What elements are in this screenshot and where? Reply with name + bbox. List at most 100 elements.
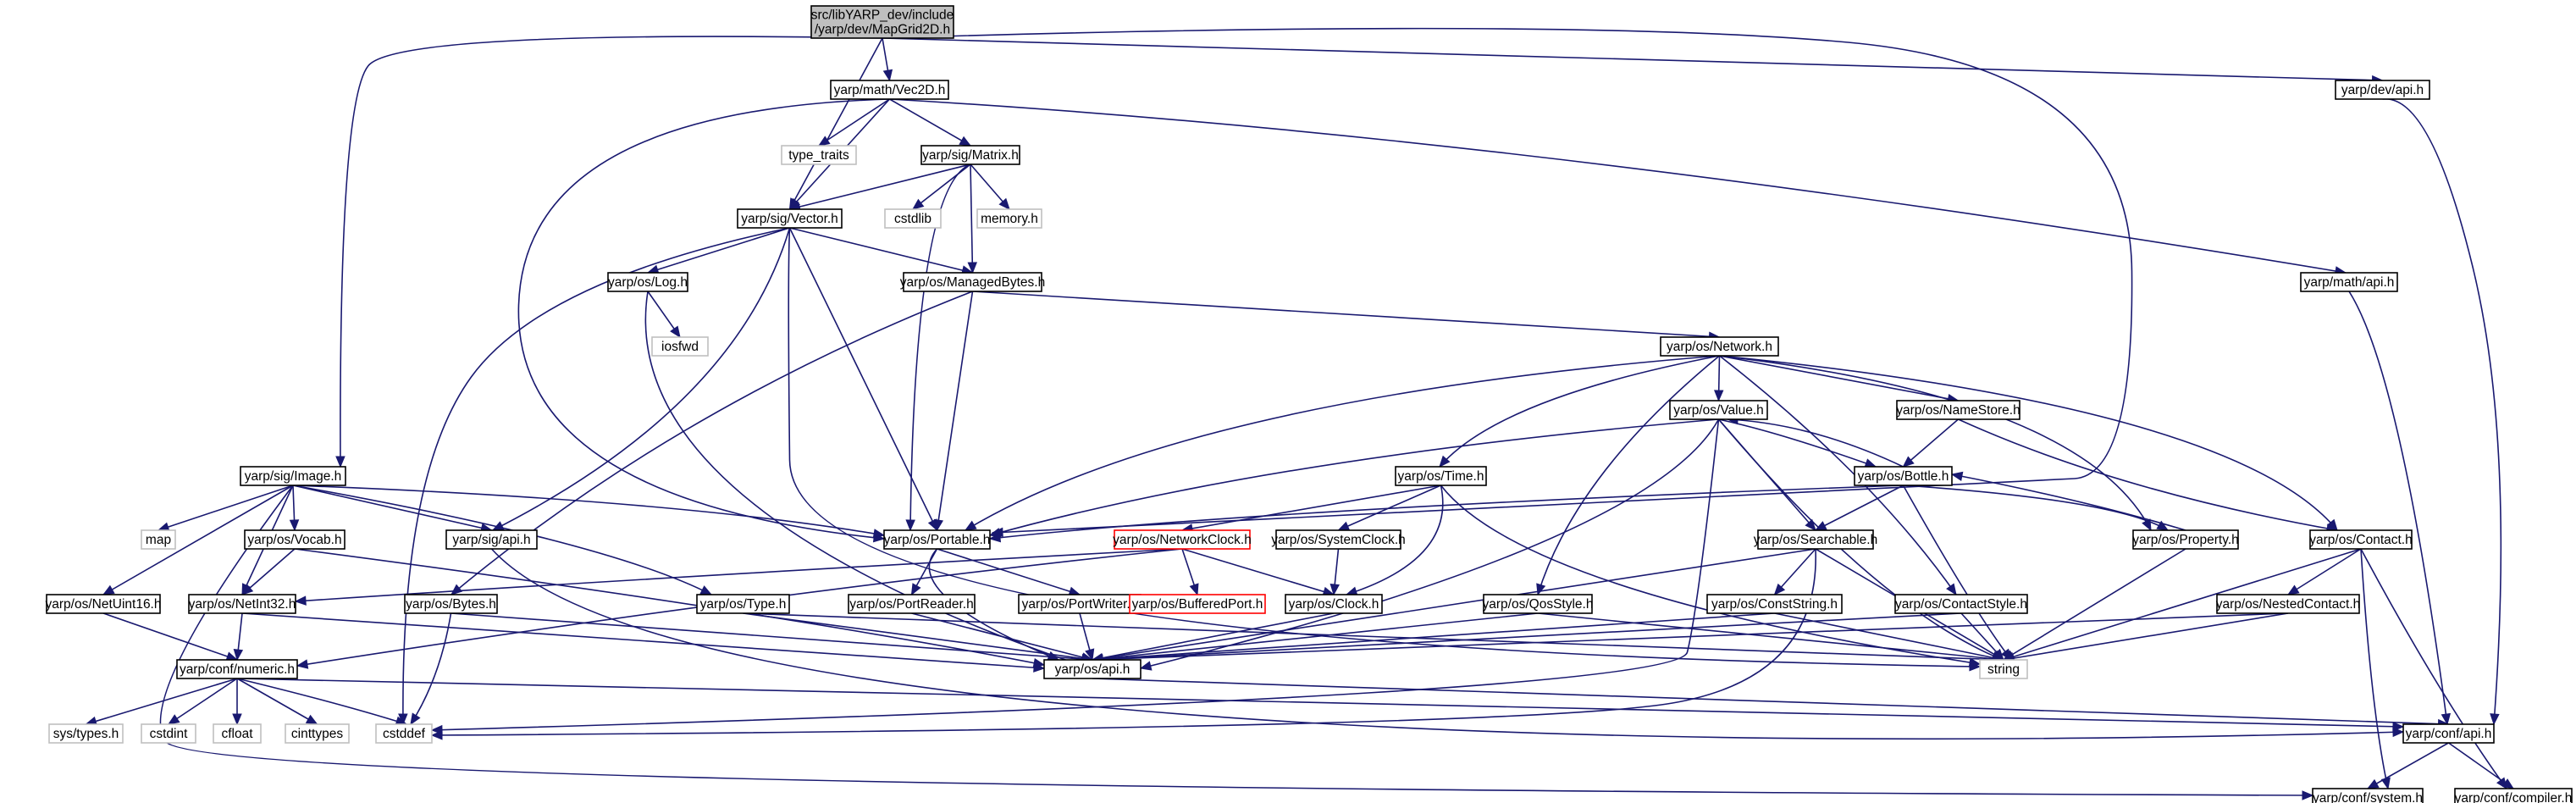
node-portable[interactable]: yarp/os/Portable.h (883, 529, 991, 550)
edge-root-to-devapi (882, 37, 2384, 86)
node-label: yarp/conf/numeric.h (180, 662, 295, 677)
edge-line (241, 548, 296, 595)
edge-line (517, 98, 890, 540)
node-confapi[interactable]: yarp/conf/api.h (2402, 723, 2495, 744)
edge-portreader-to-osapi (911, 612, 1094, 662)
edge-line (936, 291, 974, 531)
node-nestedcontact[interactable]: yarp/os/NestedContact.h (2216, 594, 2361, 614)
node-qosstyle[interactable]: yarp/os/QosStyle.h (1483, 594, 1594, 614)
node-box (830, 80, 949, 100)
edge-arrowhead (1439, 455, 1451, 468)
node-bytes[interactable]: yarp/os/Bytes.h (404, 594, 498, 614)
node-time[interactable]: yarp/os/Time.h (1395, 466, 1487, 486)
edge-networkclock-to-bufferedport (1181, 548, 1199, 596)
node-string: string (1979, 659, 2028, 679)
node-system[interactable]: yarp/conf/system.h (2312, 788, 2424, 803)
node-box (404, 594, 498, 614)
node-map: map (141, 529, 176, 550)
node-vector[interactable]: yarp/sig/Vector.h (737, 208, 843, 229)
node-box (176, 659, 298, 679)
edge-network-to-namestore (1719, 355, 1960, 404)
edge-arrowhead (911, 198, 925, 210)
edge-arrowhead (1085, 648, 1095, 662)
node-label: yarp/os/NetworkClock.h (1113, 533, 1252, 547)
node-managedbytes[interactable]: yarp/os/ManagedBytes.h (900, 272, 1045, 292)
node-box (2335, 80, 2430, 100)
edge-line (1181, 485, 1441, 531)
node-osapi[interactable]: yarp/os/api.h (1043, 659, 1142, 679)
node-image[interactable]: yarp/sig/Image.h (240, 466, 346, 486)
node-label: type_traits (788, 148, 849, 163)
edge-property-to-bottle (1950, 471, 2186, 531)
node-box (2216, 594, 2360, 614)
node-portwriter[interactable]: yarp/os/PortWriter.h (1018, 594, 1142, 614)
edge-bytes-to-cstddef (410, 612, 452, 726)
edge-contactstyle-to-string (1960, 612, 2004, 661)
edge-bottle-to-searchable (1814, 485, 1904, 531)
node-vec2d[interactable]: yarp/math/Vec2D.h (830, 80, 949, 100)
node-label: yarp/sig/Vector.h (741, 212, 838, 226)
node-networkclock[interactable]: yarp/os/NetworkClock.h (1113, 529, 1252, 550)
node-searchable[interactable]: yarp/os/Searchable.h (1754, 529, 1877, 550)
edge-arrowhead (933, 518, 944, 532)
node-bottle[interactable]: yarp/os/Bottle.h (1854, 466, 1953, 486)
node-label: yarp/conf/system.h (2313, 791, 2423, 803)
node-box (1854, 466, 1953, 486)
node-compiler[interactable]: yarp/conf/compiler.h (2454, 788, 2573, 803)
node-clock[interactable]: yarp/os/Clock.h (1285, 594, 1383, 614)
edge-contact-to-system (2360, 548, 2391, 790)
node-mathapi[interactable]: yarp/math/api.h (2300, 272, 2398, 292)
edge-line (1537, 612, 2004, 661)
node-box (737, 208, 843, 229)
node-netint32[interactable]: yarp/os/NetInt32.h (188, 594, 296, 614)
edge-arrowhead (1773, 583, 1786, 595)
node-bufferedport[interactable]: yarp/os/BufferedPort.h (1129, 594, 1266, 614)
edge-line (1815, 485, 1904, 531)
edge-line (788, 227, 1981, 667)
node-devapi[interactable]: yarp/dev/api.h (2335, 80, 2430, 100)
node-cstdint: cstdint (141, 723, 196, 744)
node-value[interactable]: yarp/os/Value.h (1669, 400, 1768, 420)
edge-networkclock-to-clock (1181, 548, 1335, 596)
node-systypes: sys/types.h (48, 723, 124, 744)
edge-line (1092, 678, 2449, 725)
node-network[interactable]: yarp/os/Network.h (1660, 336, 1779, 357)
node-box (1285, 594, 1383, 614)
node-box (244, 529, 345, 550)
node-type[interactable]: yarp/os/Type.h (696, 594, 790, 614)
node-contactstyle[interactable]: yarp/os/ContactStyle.h (1894, 594, 2028, 614)
node-box (2454, 788, 2573, 803)
node-numeric[interactable]: yarp/conf/numeric.h (176, 659, 298, 679)
node-conststring[interactable]: yarp/os/ConstString.h (1706, 594, 1843, 614)
node-box (46, 594, 161, 614)
node-label: yarp/conf/compiler.h (2455, 791, 2573, 803)
node-namestore[interactable]: yarp/os/NameStore.h (1896, 400, 2020, 420)
edge-line (159, 485, 2313, 796)
edge-line (882, 37, 2383, 81)
node-netuint16[interactable]: yarp/os/NetUint16.h (46, 594, 162, 614)
edge-line (1181, 548, 1335, 595)
node-box (920, 145, 1020, 165)
node-sigapi[interactable]: yarp/sig/api.h (445, 529, 538, 550)
node-systemclock[interactable]: yarp/os/SystemClock.h (1271, 529, 1406, 550)
node-label: cstdint (150, 727, 188, 741)
node-root[interactable]: src/libYARP_dev/include/yarp/dev/MapGrid… (810, 5, 954, 39)
edge-sigapi-to-confapi (490, 548, 2405, 740)
edge-line (2448, 742, 2514, 789)
edge-arrowhead (335, 456, 345, 468)
node-label: yarp/os/PortWriter.h (1022, 597, 1138, 612)
node-matrix[interactable]: yarp/sig/Matrix.h (920, 145, 1020, 165)
node-cstdlib: cstdlib (884, 208, 942, 229)
node-log[interactable]: yarp/os/Log.h (607, 272, 688, 292)
node-contact[interactable]: yarp/os/Contact.h (2309, 529, 2413, 550)
edge-line (1719, 355, 2152, 531)
edge-namestore-to-bottle (1902, 418, 1960, 468)
edge-line (743, 612, 1093, 661)
node-vocab[interactable]: yarp/os/Vocab.h (244, 529, 345, 550)
node-label: yarp/os/SystemClock.h (1271, 533, 1406, 547)
node-property[interactable]: yarp/os/Property.h (2132, 529, 2239, 550)
edge-arrowhead (410, 712, 421, 726)
edge-bottle-to-string (1902, 485, 2012, 662)
edge-netint32-to-numeric (233, 612, 244, 662)
node-portreader[interactable]: yarp/os/PortReader.h (848, 594, 976, 614)
